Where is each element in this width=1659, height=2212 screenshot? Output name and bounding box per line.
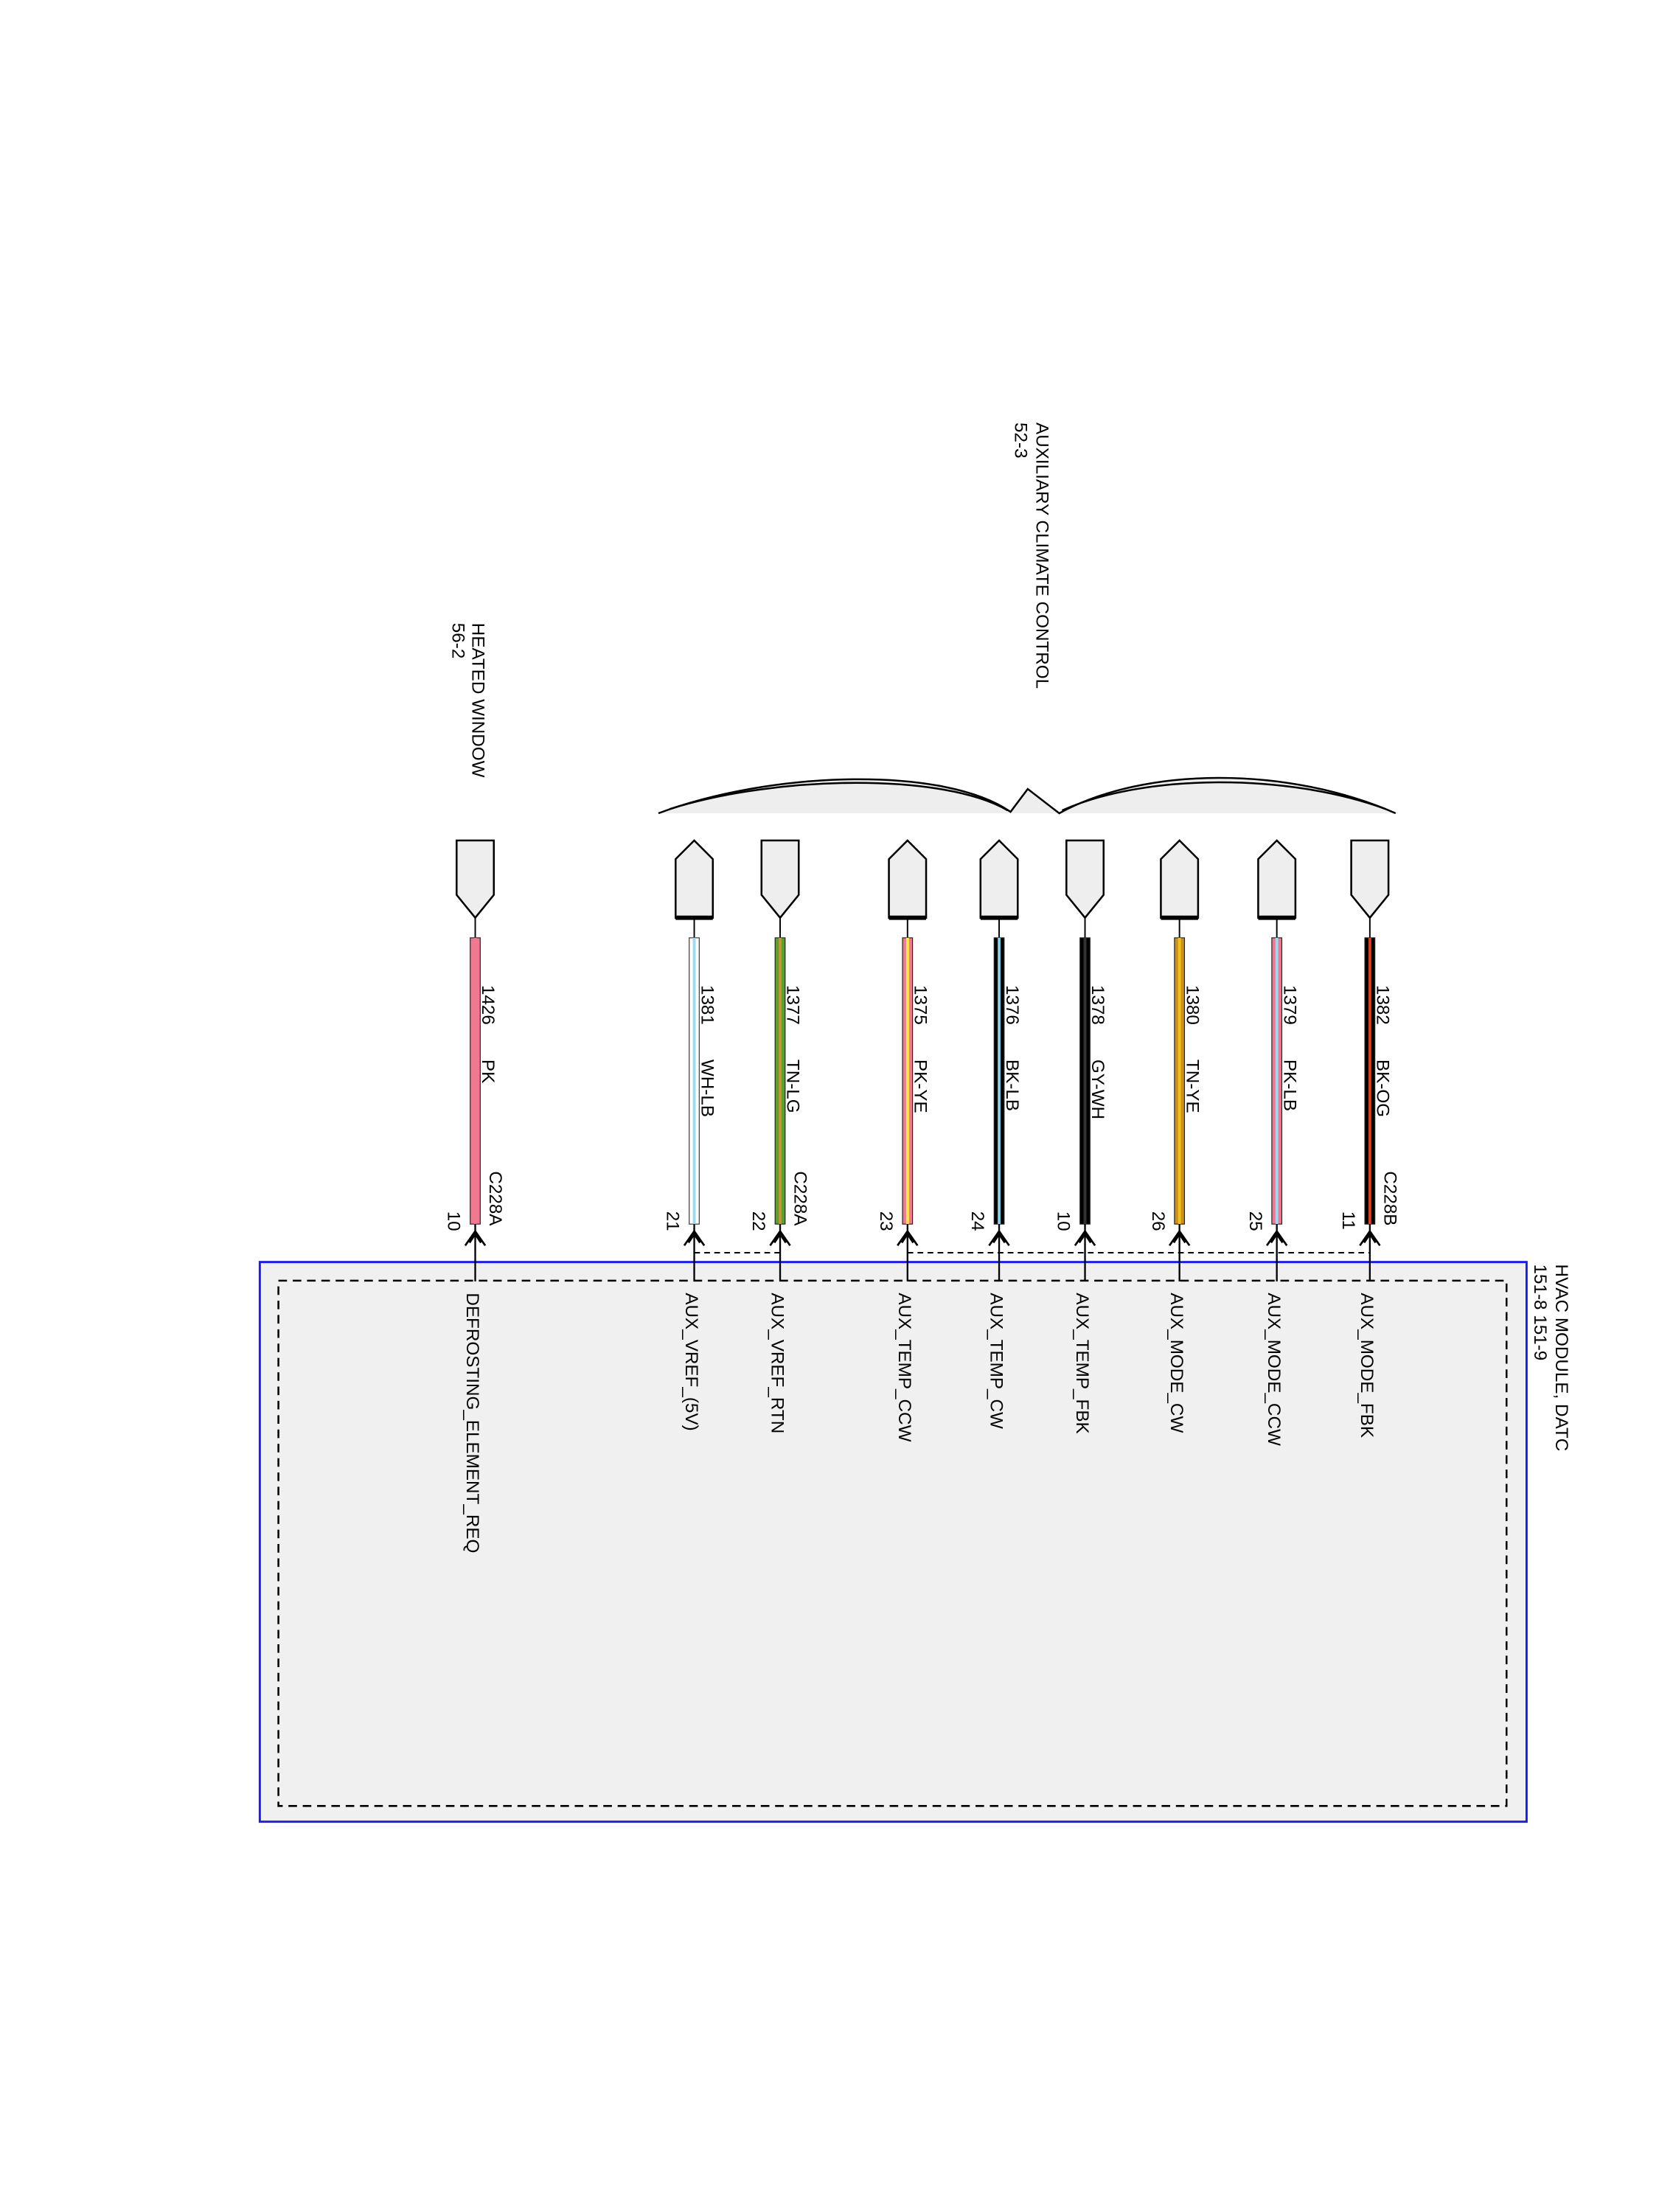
pin-number: 10 — [444, 1211, 464, 1231]
connector-shape-icon — [675, 839, 714, 919]
module-title-name: HVAC MODULE, DATC — [1551, 1265, 1571, 1452]
signal-name: AUX_MODE_FBK — [1357, 1293, 1377, 1438]
module-title-pages: 151-8 151-9 — [1530, 1265, 1550, 1361]
wire-stripe — [779, 937, 782, 1225]
connector-shape-icon — [979, 839, 1019, 919]
aux-climate-control-title: AUXILIARY CLIMATE CONTROL 52-3 — [1010, 422, 1051, 689]
wire-stripe — [1083, 937, 1087, 1225]
wire-stripe — [1368, 937, 1371, 1225]
wire-color-code: PK-YE — [911, 1060, 931, 1113]
wire-stripe — [473, 937, 477, 1225]
aux-title-page: 52-3 — [1010, 422, 1030, 459]
signal-name: DEFROSTING_ELEMENT_REQ — [462, 1293, 482, 1553]
wire-color-code: BK-LB — [1002, 1060, 1022, 1111]
wire-circuit-number: 1378 — [1088, 985, 1107, 1025]
pin-arrow-icon — [464, 1229, 487, 1247]
pin-number: 26 — [1148, 1211, 1168, 1231]
connector-name: C228B — [1380, 1171, 1399, 1225]
pin-arrow-icon — [1265, 1229, 1288, 1247]
wire-stripe — [905, 937, 909, 1225]
signal-name: AUX_VREF_(5V) — [681, 1293, 701, 1430]
signal-name: AUX_TEMP_CW — [986, 1293, 1006, 1429]
hvac-module-inner-dashed — [277, 1279, 1508, 1807]
connector-name: C228A — [790, 1171, 810, 1226]
wire-circuit-number: 1382 — [1373, 985, 1393, 1025]
pin-number: 22 — [748, 1211, 768, 1231]
wire-stripe — [998, 937, 1001, 1225]
pin-number: 10 — [1054, 1211, 1074, 1231]
hvac-module-title: HVAC MODULE, DATC 151-8 151-9 — [1530, 1265, 1571, 1452]
wire-circuit-number: 1380 — [1182, 985, 1202, 1025]
pin-number: 23 — [876, 1211, 896, 1231]
signal-name: AUX_VREF_RTN — [767, 1293, 787, 1433]
heated-window-title: HEATED WINDOW 56-2 — [448, 623, 487, 778]
wire-color-code: TN-LG — [783, 1060, 803, 1113]
signal-name: AUX_MODE_CW — [1166, 1293, 1186, 1433]
heated-title-page: 56-2 — [448, 623, 467, 659]
aux-title-name: AUXILIARY CLIMATE CONTROL — [1032, 422, 1052, 689]
wire-circuit-number: 1377 — [783, 985, 803, 1025]
pin-number: 25 — [1245, 1211, 1265, 1231]
pin-number: 24 — [967, 1211, 987, 1231]
signal-name: AUX_MODE_CCW — [1264, 1293, 1284, 1446]
wire-stripe — [1275, 937, 1279, 1225]
wire-color-code: WH-LB — [697, 1060, 717, 1117]
wire-circuit-number: 1375 — [911, 985, 931, 1025]
wire-color-code: BK-OG — [1373, 1060, 1393, 1117]
pin-arrow-icon — [769, 1229, 791, 1247]
pin-arrow-icon — [1359, 1229, 1381, 1247]
connector-shape-icon — [1257, 839, 1297, 919]
pin-arrow-icon — [683, 1229, 706, 1247]
pin-arrow-icon — [897, 1229, 919, 1247]
pin-number: 21 — [663, 1211, 683, 1231]
pin-number: 11 — [1338, 1211, 1358, 1230]
wire-circuit-number: 1426 — [478, 985, 498, 1025]
wire-stripe — [692, 937, 696, 1225]
aux-connector-brace — [658, 776, 1397, 815]
wire-color-code: GY-WH — [1088, 1060, 1107, 1119]
connector-shape-icon — [760, 839, 800, 919]
hvac-module-box — [258, 1261, 1528, 1823]
connector-shape-icon — [888, 839, 928, 919]
wire-circuit-number: 1376 — [1002, 985, 1022, 1025]
pin-arrow-icon — [988, 1229, 1010, 1247]
wire-color-code: PK-LB — [1279, 1060, 1299, 1111]
wire-color-code: TN-YE — [1182, 1060, 1202, 1113]
wire-stripe — [1178, 937, 1181, 1225]
signal-name: AUX_TEMP_FBK — [1072, 1293, 1092, 1433]
connector-shape-icon — [456, 839, 495, 919]
connector-name: C228A — [485, 1171, 505, 1226]
signal-name: AUX_TEMP_CCW — [894, 1293, 914, 1441]
wire-color-code: PK — [478, 1060, 498, 1083]
heated-title-name: HEATED WINDOW — [468, 623, 488, 778]
pin-arrow-icon — [1074, 1229, 1096, 1247]
wire-circuit-number: 1379 — [1279, 985, 1299, 1025]
pin-arrow-icon — [1168, 1229, 1191, 1247]
wire-circuit-number: 1381 — [697, 985, 717, 1025]
connector-shape-icon — [1350, 839, 1390, 919]
connector-shape-icon — [1160, 839, 1200, 919]
connector-shape-icon — [1065, 839, 1105, 919]
